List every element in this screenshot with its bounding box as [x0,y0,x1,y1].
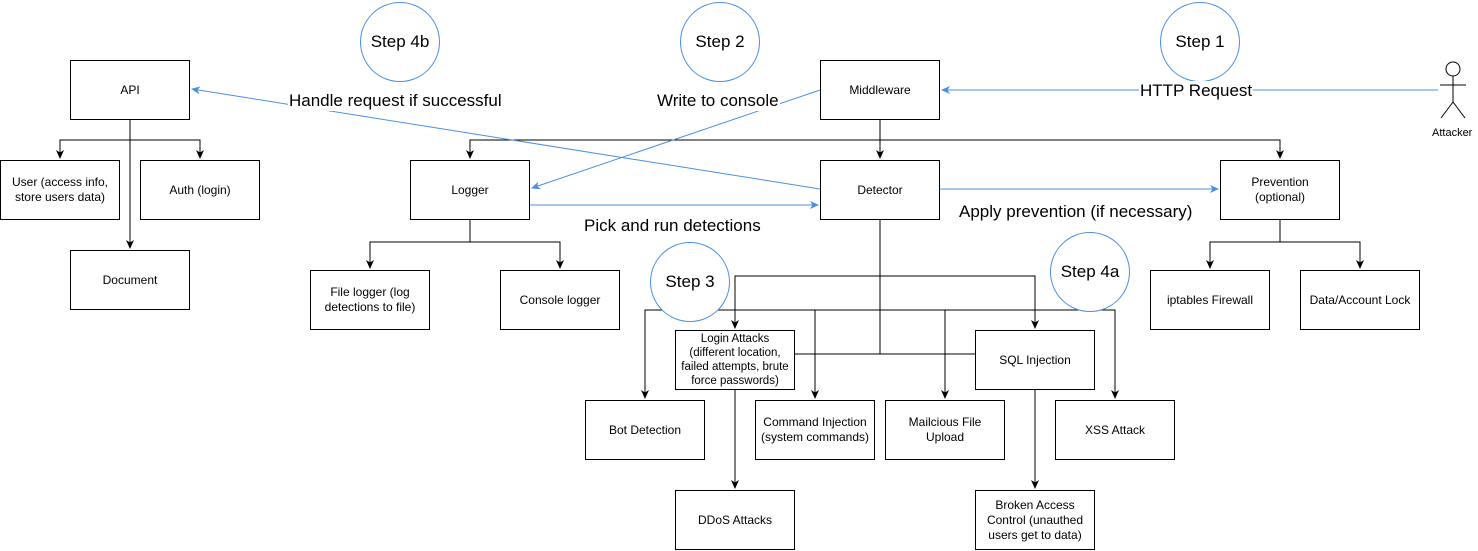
step-4a-circle: Step 4a [1050,232,1130,312]
detector-box[interactable]: Detector [820,160,940,220]
attacker-label: Attacker [1432,127,1473,139]
iptables-firewall-box[interactable]: iptables Firewall [1150,270,1270,330]
logger-box[interactable]: Logger [410,160,530,220]
login-attacks-box[interactable]: Login Attacks (different location, faile… [675,330,795,390]
broken-access-control-box[interactable]: Broken Access Control (unauthed users ge… [975,490,1095,550]
console-logger-box[interactable]: Console logger [500,270,620,330]
step-2-circle: Step 2 [680,2,760,82]
stick-figure-icon [1440,61,1466,119]
step-3-circle: Step 3 [650,242,730,322]
malicious-file-upload-box[interactable]: Mailcious File Upload [885,400,1005,460]
xss-attack-box[interactable]: XSS Attack [1055,400,1175,460]
apply-prevention-label: Apply prevention (if necessary) [958,202,1194,222]
prevention-box[interactable]: Prevention (optional) [1220,160,1340,220]
step-1-circle: Step 1 [1160,2,1240,82]
sql-injection-box[interactable]: SQL Injection [975,330,1095,390]
data-account-lock-box[interactable]: Data/Account Lock [1300,270,1420,330]
handle-request-label: Handle request if successful [288,91,503,111]
http-request-label: HTTP Request [1139,81,1254,101]
ddos-attacks-box[interactable]: DDoS Attacks [675,490,795,550]
user-box[interactable]: User (access info, store users data) [0,160,120,220]
file-logger-box[interactable]: File logger (log detections to file) [310,270,430,330]
document-box[interactable]: Document [70,250,190,310]
command-injection-box[interactable]: Command Injection (system commands) [755,400,875,460]
write-to-console-label: Write to console [656,91,780,111]
step-4b-circle: Step 4b [360,2,440,82]
api-box[interactable]: API [70,60,190,120]
pick-and-run-detections-label: Pick and run detections [583,216,762,236]
bot-detection-box[interactable]: Bot Detection [585,400,705,460]
middleware-box[interactable]: Middleware [820,60,940,120]
auth-box[interactable]: Auth (login) [140,160,260,220]
